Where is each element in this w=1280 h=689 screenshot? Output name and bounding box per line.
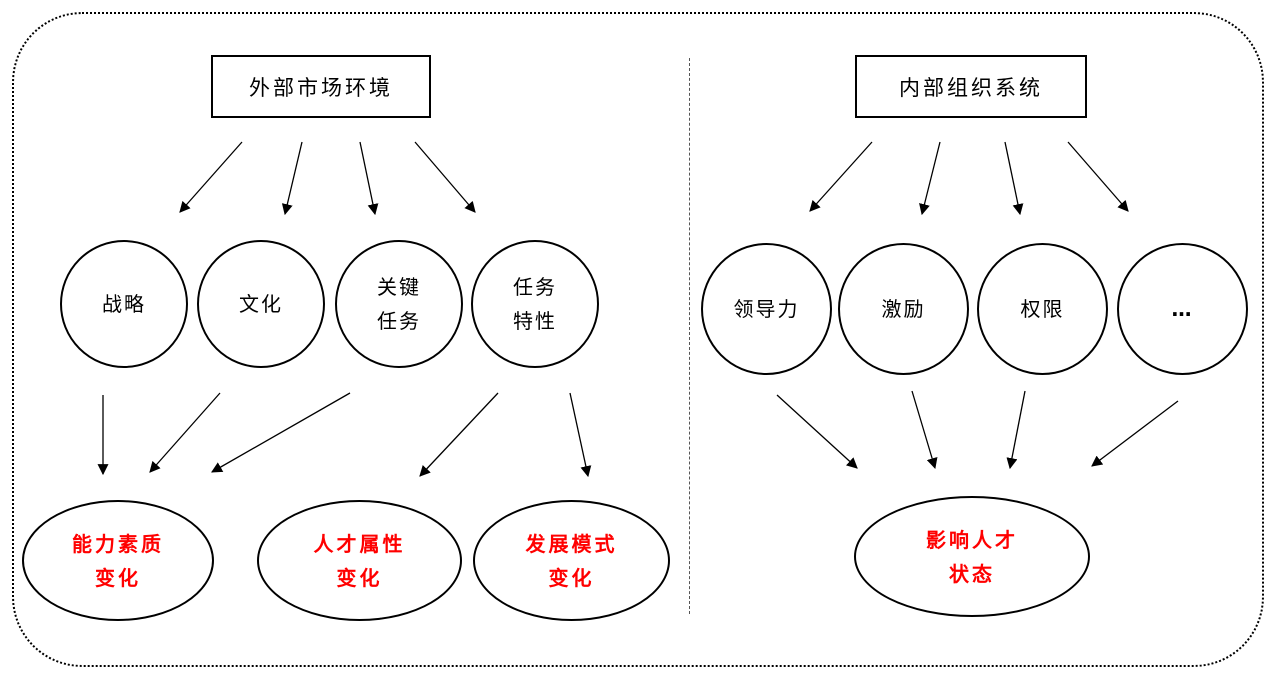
factor-circle-culture: 文化 [197, 240, 325, 368]
arrow-leadership-to-talent-state [776, 394, 858, 469]
arrow-more-to-talent-state [1091, 400, 1179, 467]
outcome-ellipse-talent-attr: 人才属性 变化 [257, 500, 462, 621]
factor-label-leadership: 领导力 [733, 297, 800, 321]
arrow-right-header-to-incentive [919, 141, 941, 216]
factor-label-strategy: 战略 [102, 292, 146, 316]
arrow-key-task-to-ability [211, 392, 351, 473]
arrow-right-header-to-more [1067, 141, 1129, 212]
outcome-ellipse-talent-state: 影响人才 状态 [854, 496, 1090, 617]
outcome-label-talent-attr: 人才属性 变化 [313, 531, 406, 590]
outcome-label-talent-state: 影响人才 状态 [926, 527, 1018, 586]
arrow-right-header-to-authority [1004, 141, 1024, 216]
factor-label-culture: 文化 [239, 292, 283, 316]
factor-circle-task-trait: 任务 特性 [471, 240, 599, 368]
factor-circle-more: … [1117, 243, 1248, 375]
arrow-culture-to-ability [149, 392, 221, 473]
diagram-frame [12, 12, 1264, 667]
section-divider [689, 58, 690, 614]
arrow-right-header-to-leadership [809, 141, 873, 212]
outcome-label-dev-mode: 发展模式 变化 [525, 531, 618, 590]
outcome-ellipse-dev-mode: 发展模式 变化 [473, 500, 670, 621]
internal-org-header: 内部组织系统 [855, 55, 1087, 118]
factor-circle-authority: 权限 [977, 243, 1108, 375]
factor-circle-key-task: 关键 任务 [335, 240, 463, 368]
factor-circle-incentive: 激励 [838, 243, 969, 375]
arrow-task-trait-to-talent-attr [419, 392, 499, 477]
factor-label-incentive: 激励 [881, 297, 926, 321]
arrow-left-header-to-key-task [359, 141, 379, 216]
arrow-left-header-to-strategy [179, 141, 243, 213]
factor-circle-strategy: 战略 [60, 240, 188, 368]
outcome-ellipse-ability: 能力素质 变化 [22, 500, 214, 621]
arrow-left-header-to-task-trait [414, 141, 476, 213]
factor-label-task-trait: 任务 特性 [513, 275, 557, 333]
outcome-label-ability: 能力素质 变化 [72, 531, 164, 590]
arrow-incentive-to-talent-state [911, 390, 938, 470]
arrow-authority-to-talent-state [1006, 390, 1026, 470]
external-market-label: 外部市场环境 [249, 75, 393, 100]
arrow-task-trait-to-dev-mode [569, 392, 592, 478]
factor-circle-leadership: 领导力 [701, 243, 832, 375]
external-market-header: 外部市场环境 [211, 55, 431, 118]
arrow-left-header-to-culture [281, 141, 303, 216]
internal-org-label: 内部组织系统 [899, 75, 1043, 100]
factor-label-more: … [1171, 297, 1194, 321]
factor-label-authority: 权限 [1020, 297, 1065, 321]
factor-label-key-task: 关键 任务 [377, 275, 421, 333]
